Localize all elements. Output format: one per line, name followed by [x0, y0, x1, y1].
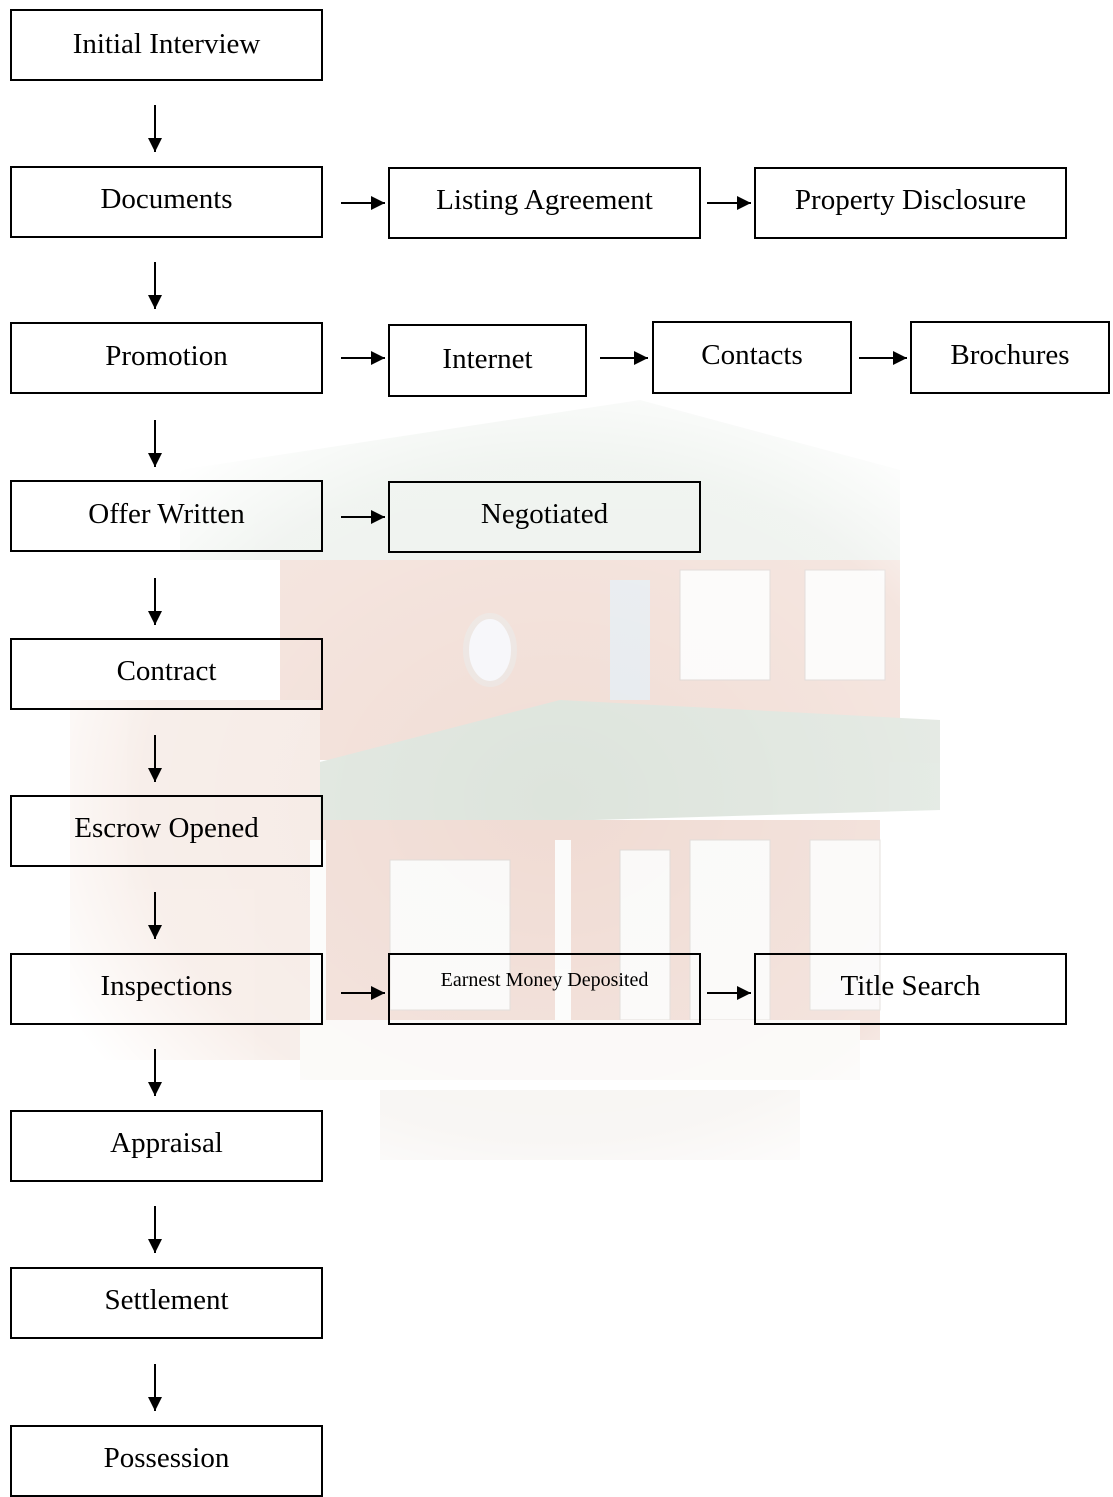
- branch-label: Property Disclosure: [794, 184, 1027, 216]
- step-label: Appraisal: [110, 1127, 223, 1159]
- branch-label: Brochures: [950, 339, 1070, 371]
- branch-brochures: Brochures: [910, 321, 1110, 394]
- branch-label: Negotiated: [480, 498, 609, 530]
- step-label: Settlement: [104, 1284, 229, 1316]
- step-label: Initial Interview: [72, 28, 261, 60]
- step-initial-interview: Initial Interview: [10, 9, 323, 81]
- step-escrow-opened: Escrow Opened: [10, 795, 323, 867]
- step-inspections: Inspections: [10, 953, 323, 1025]
- step-label: Possession: [103, 1442, 230, 1474]
- step-label: Offer Written: [88, 498, 245, 530]
- branch-label: Contacts: [701, 339, 803, 371]
- branch-label: Listing Agreement: [436, 184, 653, 216]
- step-label: Documents: [100, 183, 233, 215]
- step-appraisal: Appraisal: [10, 1110, 323, 1182]
- branch-listing-agreement: Listing Agreement: [388, 167, 701, 239]
- branch-internet: Internet: [388, 324, 587, 397]
- step-label: Contract: [116, 655, 217, 687]
- step-possession: Possession: [10, 1425, 323, 1497]
- branch-title-search: Title Search: [754, 953, 1067, 1025]
- step-offer-written: Offer Written: [10, 480, 323, 552]
- branch-negotiated: Negotiated: [388, 481, 701, 553]
- branch-label: Title Search: [840, 970, 981, 1002]
- step-label: Inspections: [100, 970, 233, 1002]
- step-promotion: Promotion: [10, 322, 323, 394]
- step-label: Escrow Opened: [74, 812, 259, 844]
- branch-property-disclosure: Property Disclosure: [754, 167, 1067, 239]
- branch-label: Earnest Money Deposited: [440, 969, 649, 991]
- branch-earnest-money-deposited: Earnest Money Deposited: [388, 953, 701, 1025]
- branch-contacts: Contacts: [652, 321, 852, 394]
- step-documents: Documents: [10, 166, 323, 238]
- step-label: Promotion: [105, 340, 228, 372]
- step-contract: Contract: [10, 638, 323, 710]
- branch-label: Internet: [442, 343, 533, 375]
- step-settlement: Settlement: [10, 1267, 323, 1339]
